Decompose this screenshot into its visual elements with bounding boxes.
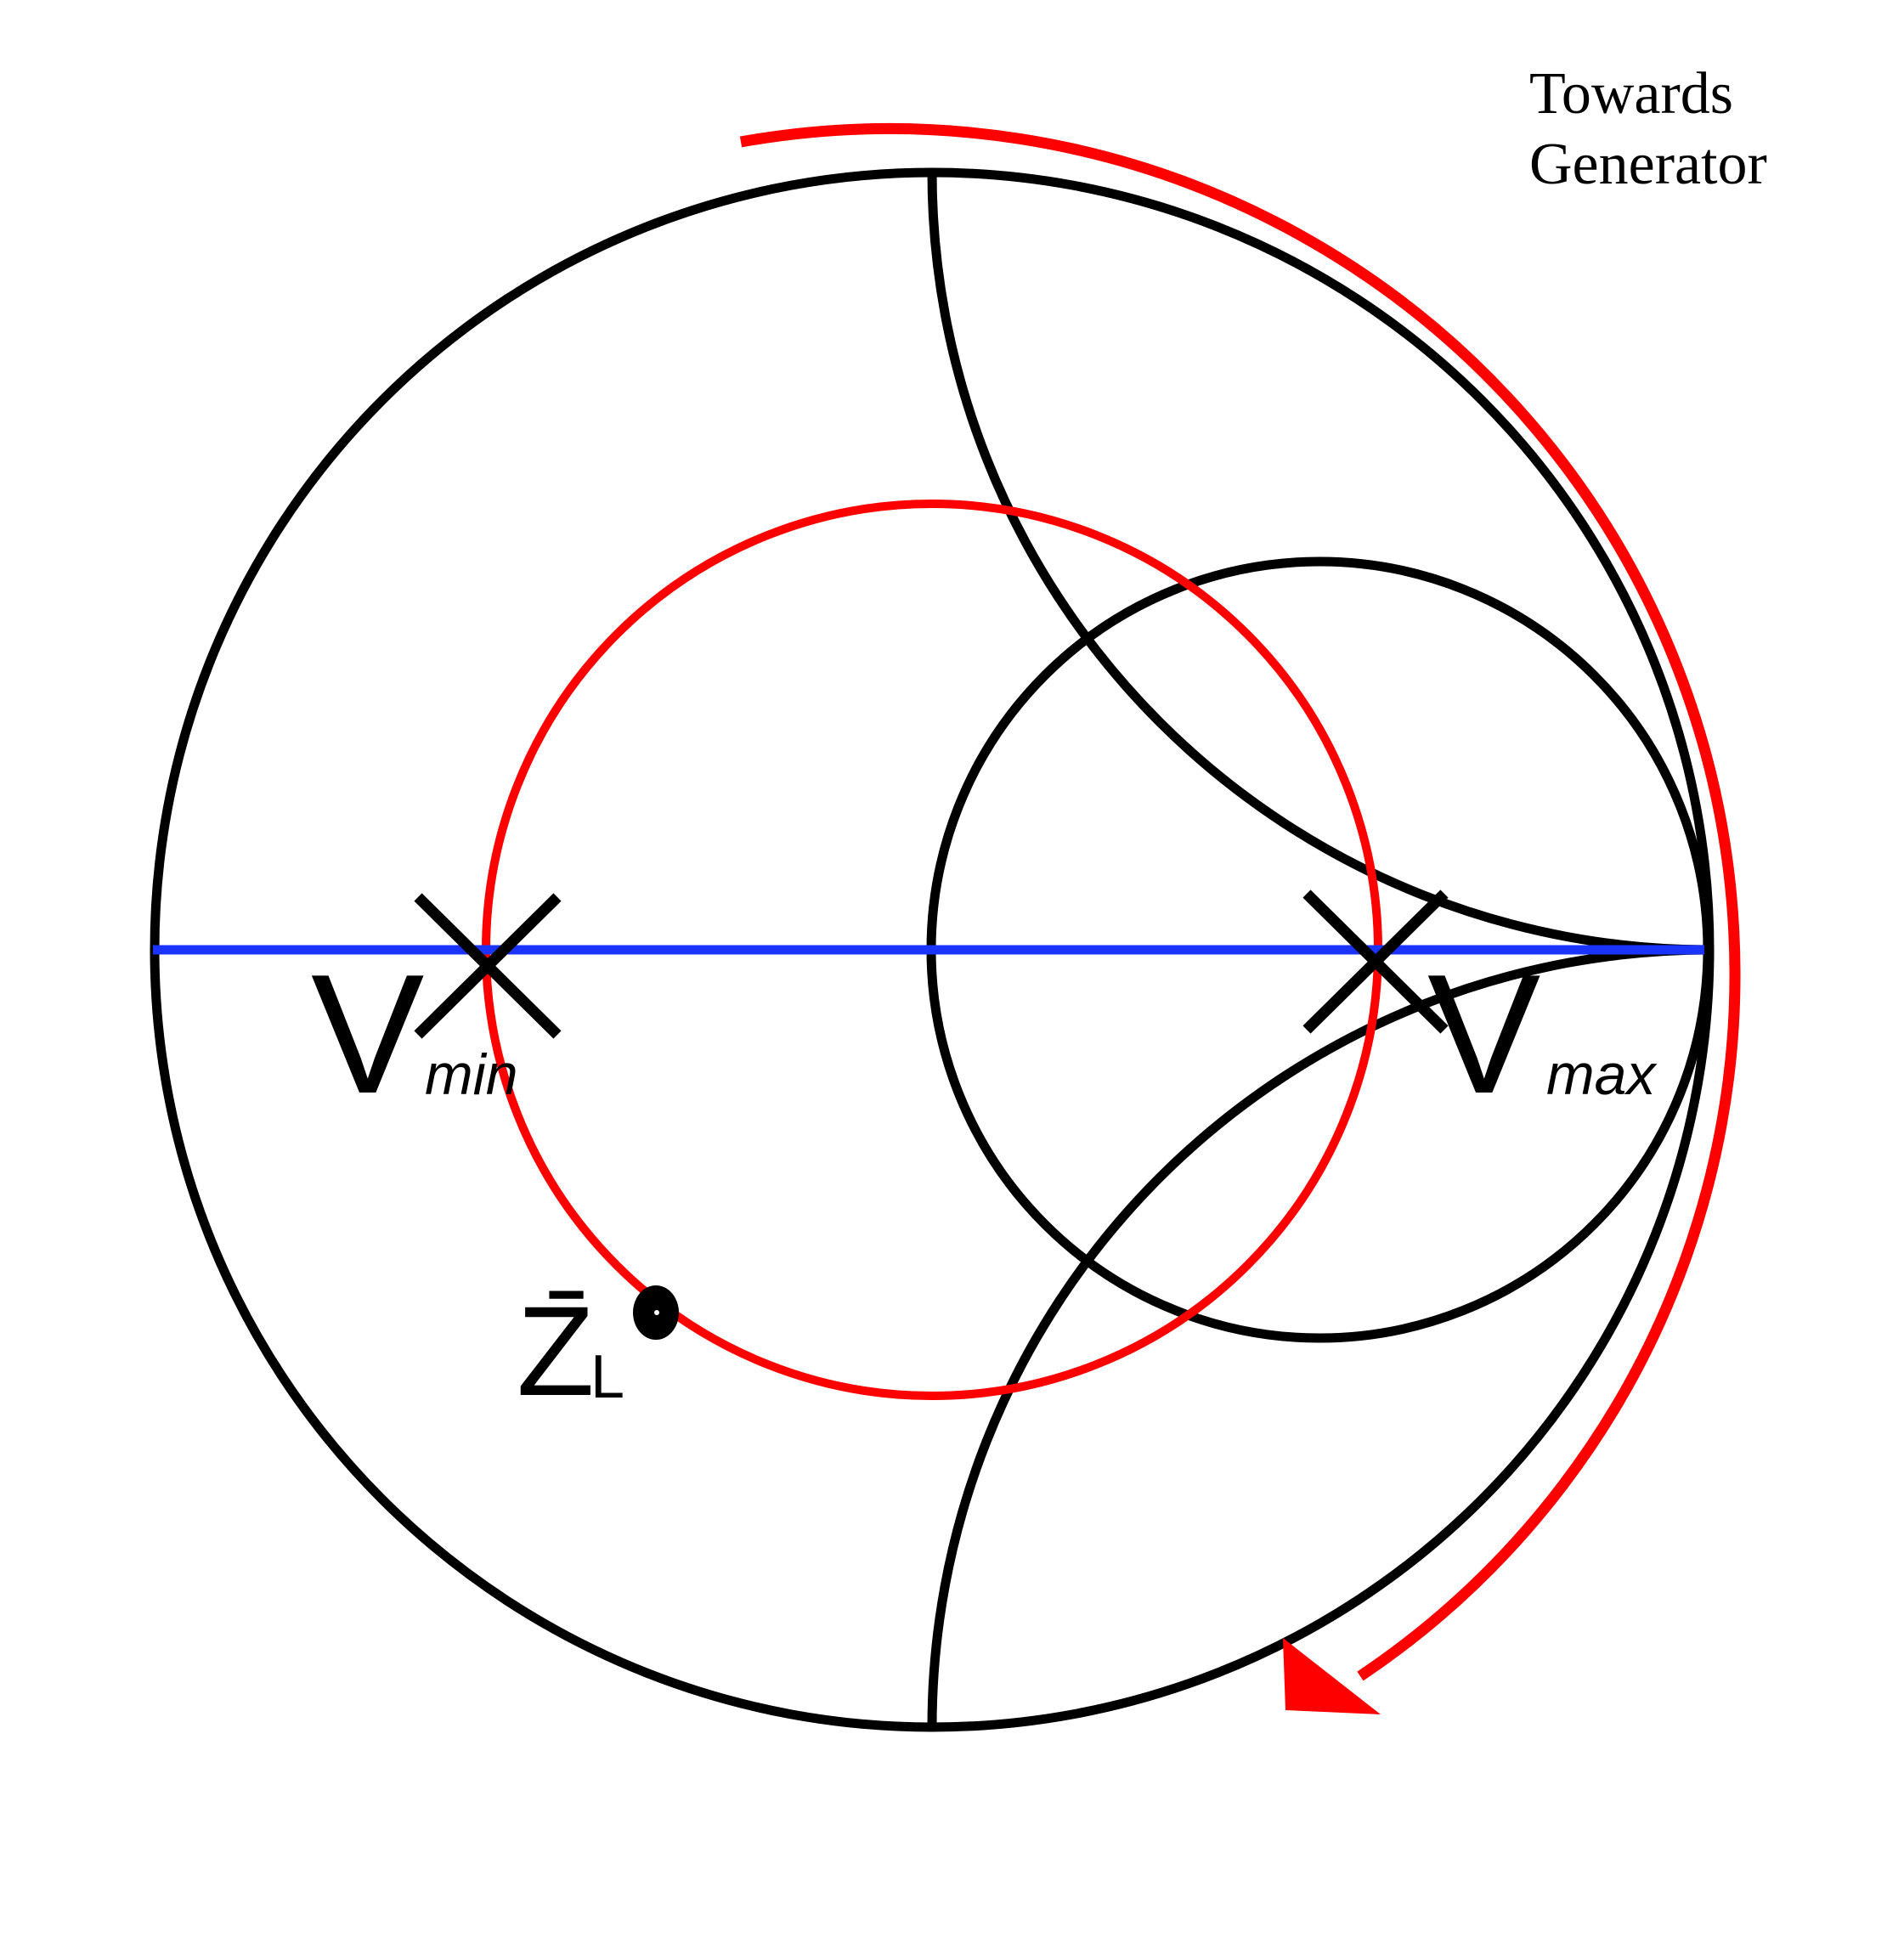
zl-subscript: L [590,1343,624,1411]
reactance-arc-lower [927,945,1710,1728]
vmax-cross-marker [1302,889,1449,1034]
vmin-subscript: min [425,1042,518,1107]
zl-label: Z̄ [517,1279,595,1422]
towards-generator-label-line1: Towards [1529,61,1733,127]
vmin-cross-marker [414,893,562,1039]
towards-generator-arc [739,123,1741,1681]
vmax-label: V [1427,940,1540,1129]
vmax-subscript: max [1546,1042,1657,1107]
reactance-arc-upper [927,172,1710,955]
load-impedance-point-highlight [654,1310,659,1315]
towards-generator-label-line2: Generator [1529,132,1767,197]
vmin-label: V [311,940,424,1129]
towards-generator-arrowhead [1283,1638,1381,1714]
